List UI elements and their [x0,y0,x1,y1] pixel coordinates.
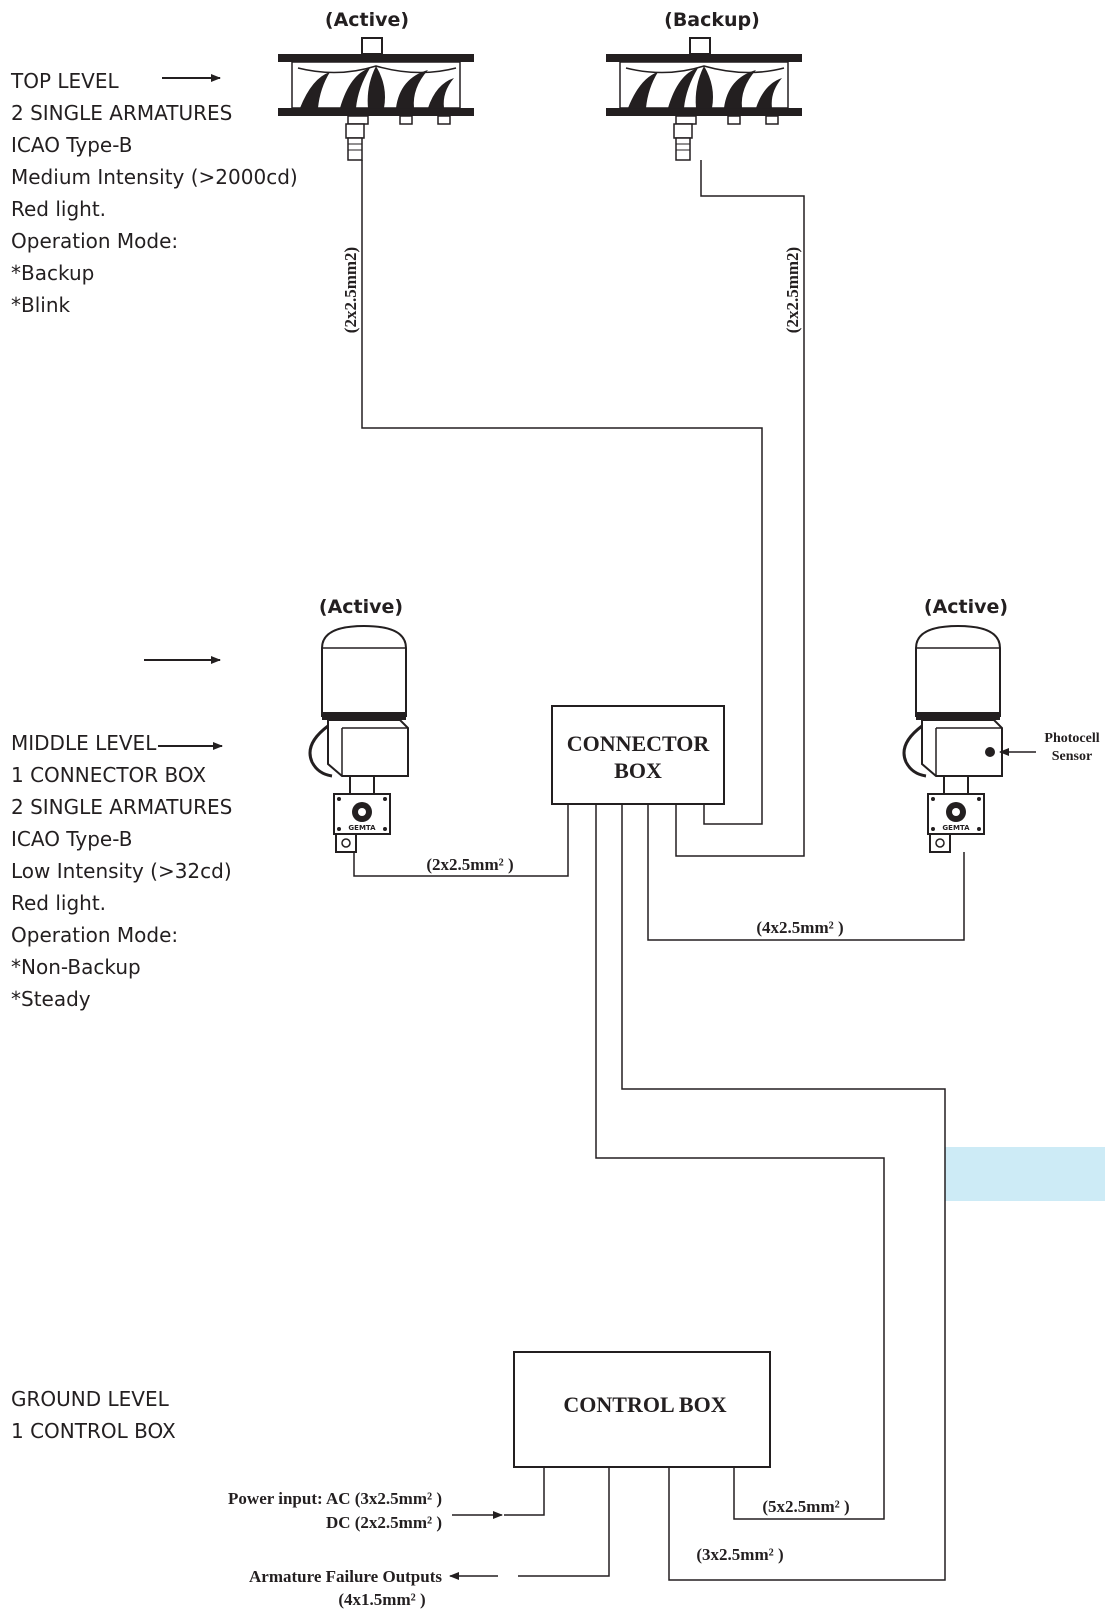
mid-right-active-label: (Active) [924,596,1008,618]
middle-level-line-2: 1 CONNECTOR BOX [11,763,206,787]
mid-left-lamp-icon: GEMTA [308,624,409,853]
middle-level-line-1: MIDDLE LEVEL [11,731,157,755]
cable-connector-to-control-5 [595,804,885,1520]
ground-level-description: GROUND LEVEL 1 CONTROL BOX [11,656,221,1443]
middle-level-line-3: 2 SINGLE ARMATURES [11,795,232,819]
top-level-line-5: Red light. [11,197,106,221]
mid-left-lamp-brand: GEMTA [348,824,376,832]
cable-top-active [361,160,763,825]
cable-label-5x2.5: (5x2.5mm² ) [762,1497,849,1516]
cable-label-3x2.5: (3x2.5mm² ) [696,1545,783,1564]
highlight-band [945,1147,1105,1201]
mid-left-active-label: (Active) [319,596,403,618]
middle-level-line-6: Red light. [11,891,106,915]
middle-level-line-5: Low Intensity (>32cd) [11,859,232,883]
middle-level-line-7: Operation Mode: [11,923,178,947]
top-level-line-7: *Backup [11,261,94,285]
cable-label-top-active: (2x2.5mm2) [341,247,360,333]
cable-connector-to-control-3 [621,804,946,1581]
power-input-ac-label: Power input: AC (3x2.5mm² ) [228,1489,442,1508]
top-level-line-8: *Blink [11,293,71,317]
top-active-label: (Active) [325,9,409,31]
mid-right-lamp-icon: GEMTA [902,624,1003,853]
failure-outputs-label: Armature Failure Outputs [249,1567,442,1586]
power-input-dc-label: DC (2x2.5mm² ) [326,1513,442,1532]
connector-box-label-line-1: CONNECTOR [567,731,711,756]
connector-box [551,705,725,805]
photocell-label-line-2: Sensor [1052,749,1092,764]
top-backup-fixture-icon [606,37,802,161]
middle-level-description: MIDDLE LEVEL 1 CONNECTOR BOX 2 SINGLE AR… [11,731,232,1011]
middle-level-line-4: ICAO Type-B [11,827,132,851]
cable-label-top-backup: (2x2.5mm2) [783,247,802,333]
cable-label-mid-right: (4x2.5mm² ) [756,918,843,937]
ground-level-line-1: GROUND LEVEL [11,1387,170,1411]
top-level-line-2: 2 SINGLE ARMATURES [11,101,232,125]
top-level-line-4: Medium Intensity (>2000cd) [11,165,298,189]
cable-failure-outputs [518,1467,610,1577]
ground-level-line-2: 1 CONTROL BOX [11,1419,176,1443]
failure-outputs-spec-label: (4x1.5mm² ) [338,1590,425,1609]
control-box [513,1351,771,1468]
cable-power-input [504,1467,545,1516]
connector-box-label-line-2: BOX [614,758,662,783]
middle-level-line-9: *Steady [11,987,91,1011]
photocell-label-line-1: Photocell [1044,731,1099,746]
top-level-line-3: ICAO Type-B [11,133,132,157]
control-box-label: CONTROL BOX [563,1392,726,1417]
cable-top-backup [675,160,805,857]
top-level-line-6: Operation Mode: [11,229,178,253]
mid-right-lamp-brand: GEMTA [942,824,970,832]
top-level-line-1: TOP LEVEL [10,69,119,93]
cable-mid-right-lamp [647,804,965,941]
top-backup-label: (Backup) [664,9,760,31]
middle-level-line-8: *Non-Backup [11,955,141,979]
top-active-fixture-icon [278,37,474,161]
top-level-description: TOP LEVEL 2 SINGLE ARMATURES ICAO Type-B… [10,69,298,317]
cable-mid-left-lamp [353,804,569,877]
cable-label-mid-left: (2x2.5mm² ) [426,855,513,874]
